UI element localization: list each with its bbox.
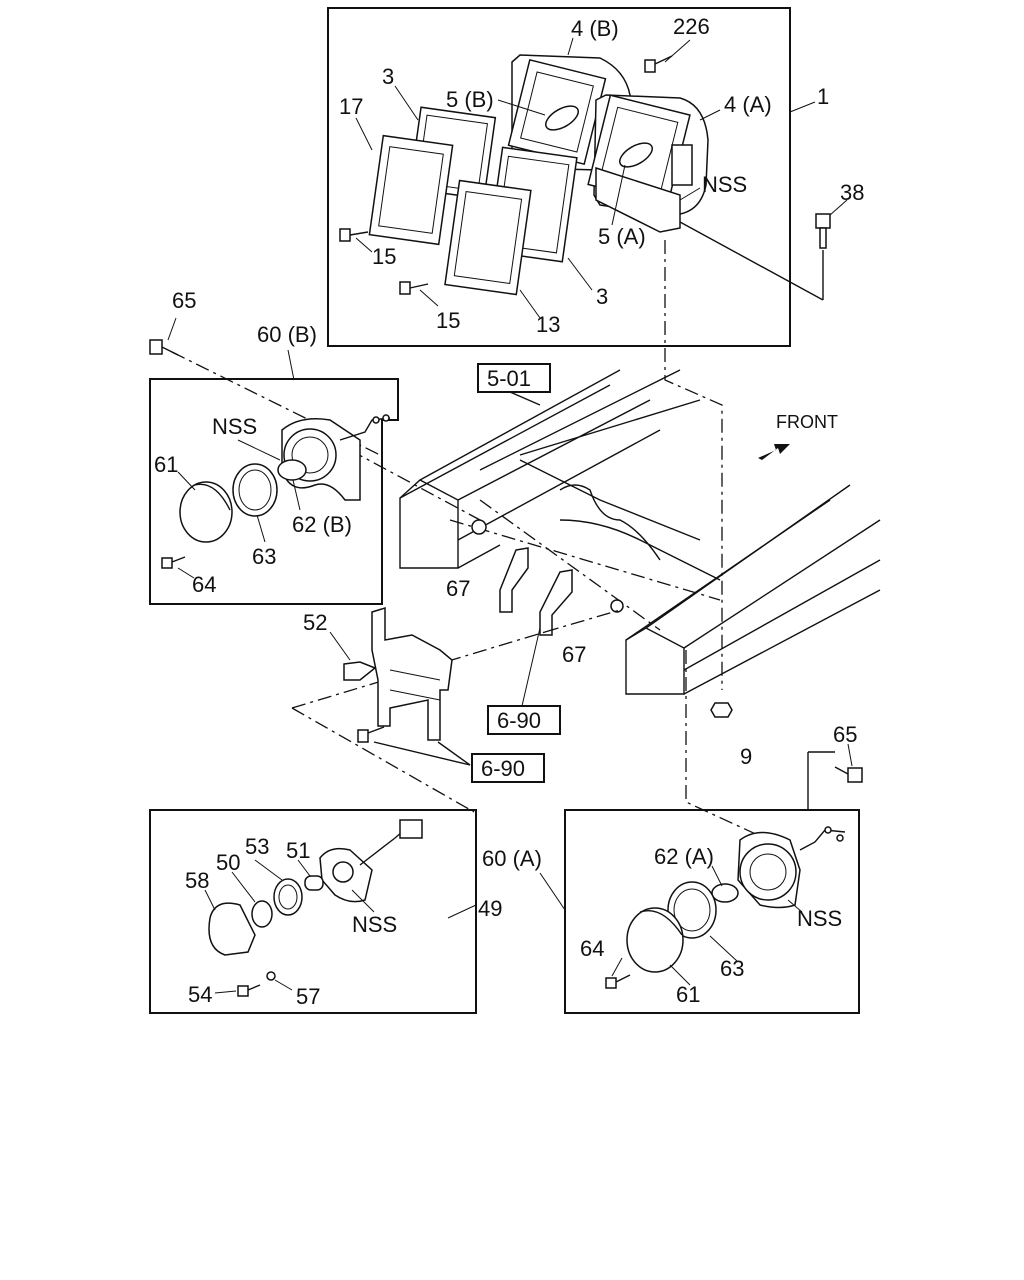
box-60a — [564, 809, 860, 1014]
front-label: FRONT — [776, 412, 838, 432]
label-51: 51 — [286, 838, 310, 863]
label-9: 9 — [740, 744, 752, 769]
front-indicator: FRONT — [758, 412, 838, 460]
screw-64-b — [161, 556, 186, 569]
label-nss-top: NSS — [702, 172, 747, 197]
label-65-lower: 65 — [833, 722, 857, 747]
label-54: 54 — [188, 982, 212, 1007]
label-63-b: 63 — [252, 544, 276, 569]
label-67-left: 67 — [446, 576, 470, 601]
screw-64-a — [605, 974, 631, 989]
clip-52 — [343, 661, 377, 681]
dash-chain-lines — [171, 240, 761, 837]
label-1: 1 — [817, 84, 829, 109]
label-65-upper: 65 — [172, 288, 196, 313]
bulb-62a — [711, 883, 739, 903]
cover-58 — [208, 902, 256, 956]
washer-57 — [266, 971, 276, 981]
label-38: 38 — [840, 180, 864, 205]
license-lamp-49-group — [149, 809, 477, 1014]
box-49 — [149, 809, 477, 1014]
gasket-63-b — [232, 463, 278, 517]
label-50: 50 — [216, 850, 240, 875]
bulb-5a — [619, 142, 653, 168]
screw-15-lower — [399, 281, 429, 295]
ref-box-6-90-b — [471, 753, 545, 783]
reference-boxes: 5-01 6-90 6-90 — [471, 363, 561, 783]
ref-6-90-b: 6-90 — [481, 756, 525, 781]
screw-15-upper — [339, 228, 369, 242]
bolt-65-lower — [834, 766, 863, 783]
front-arrow-icon — [758, 444, 790, 460]
lens-61-a — [626, 907, 684, 973]
label-4a: 4 (A) — [724, 92, 772, 117]
label-5a: 5 (A) — [598, 224, 646, 249]
nut-9 — [710, 702, 733, 718]
bolt-38 — [815, 213, 831, 249]
label-63-a: 63 — [720, 956, 744, 981]
box-60b — [149, 378, 399, 605]
nut-67-right — [610, 599, 624, 613]
ref-5-01: 5-01 — [487, 366, 531, 391]
label-57: 57 — [296, 984, 320, 1009]
label-nss-49: NSS — [352, 912, 397, 937]
label-49: 49 — [478, 896, 502, 921]
bolt-226 — [644, 55, 673, 73]
screw-54 — [237, 984, 261, 997]
label-61-a: 61 — [676, 982, 700, 1007]
lens-50 — [251, 900, 273, 928]
lens-61-b — [179, 481, 233, 543]
label-52: 52 — [303, 610, 327, 635]
label-15-lower: 15 — [436, 308, 460, 333]
headlamp-assembly-group — [327, 7, 848, 347]
label-53: 53 — [245, 834, 269, 859]
ref-box-5-01 — [477, 363, 551, 393]
gasket-53 — [273, 878, 303, 916]
label-67-right: 67 — [562, 642, 586, 667]
label-13: 13 — [536, 312, 560, 337]
label-62a: 62 (A) — [654, 844, 714, 869]
label-60a: 60 (A) — [482, 846, 542, 871]
bulb-5b — [545, 105, 579, 131]
bolt-65-upper — [149, 339, 179, 356]
label-3-top: 3 — [382, 64, 394, 89]
label-226: 226 — [673, 14, 710, 39]
label-5b: 5 (B) — [446, 87, 494, 112]
ref-box-6-90-a — [487, 705, 561, 735]
label-62b: 62 (B) — [292, 512, 352, 537]
label-3-bottom: 3 — [596, 284, 608, 309]
chassis-frame — [399, 369, 881, 718]
side-lamp-60a-group — [539, 743, 863, 1014]
bulb-51 — [304, 875, 324, 891]
label-61-b: 61 — [154, 452, 178, 477]
label-60b: 60 (B) — [257, 322, 317, 347]
license-bracket-group — [329, 606, 541, 766]
callout-labels: 4 (B) 226 3 5 (B) 4 (A) 1 17 NSS 38 15 5… — [154, 14, 864, 1009]
label-15-upper: 15 — [372, 244, 396, 269]
label-nss-60a: NSS — [797, 906, 842, 931]
bezel-13 — [444, 179, 532, 296]
nut-67-left — [471, 519, 487, 535]
bulb-62b — [277, 459, 307, 481]
bolt-6-90 — [357, 726, 385, 743]
label-58: 58 — [185, 868, 209, 893]
bezel-17 — [368, 134, 454, 246]
label-64-a: 64 — [580, 936, 604, 961]
ref-6-90-a: 6-90 — [497, 708, 541, 733]
label-4b: 4 (B) — [571, 16, 619, 41]
side-lamp-60b-group — [149, 317, 399, 605]
label-17: 17 — [339, 94, 363, 119]
lamp-bracket — [595, 166, 681, 233]
headlamp-box — [327, 7, 791, 347]
label-nss-60b: NSS — [212, 414, 257, 439]
connector-49 — [399, 819, 423, 839]
label-64-b: 64 — [192, 572, 216, 597]
